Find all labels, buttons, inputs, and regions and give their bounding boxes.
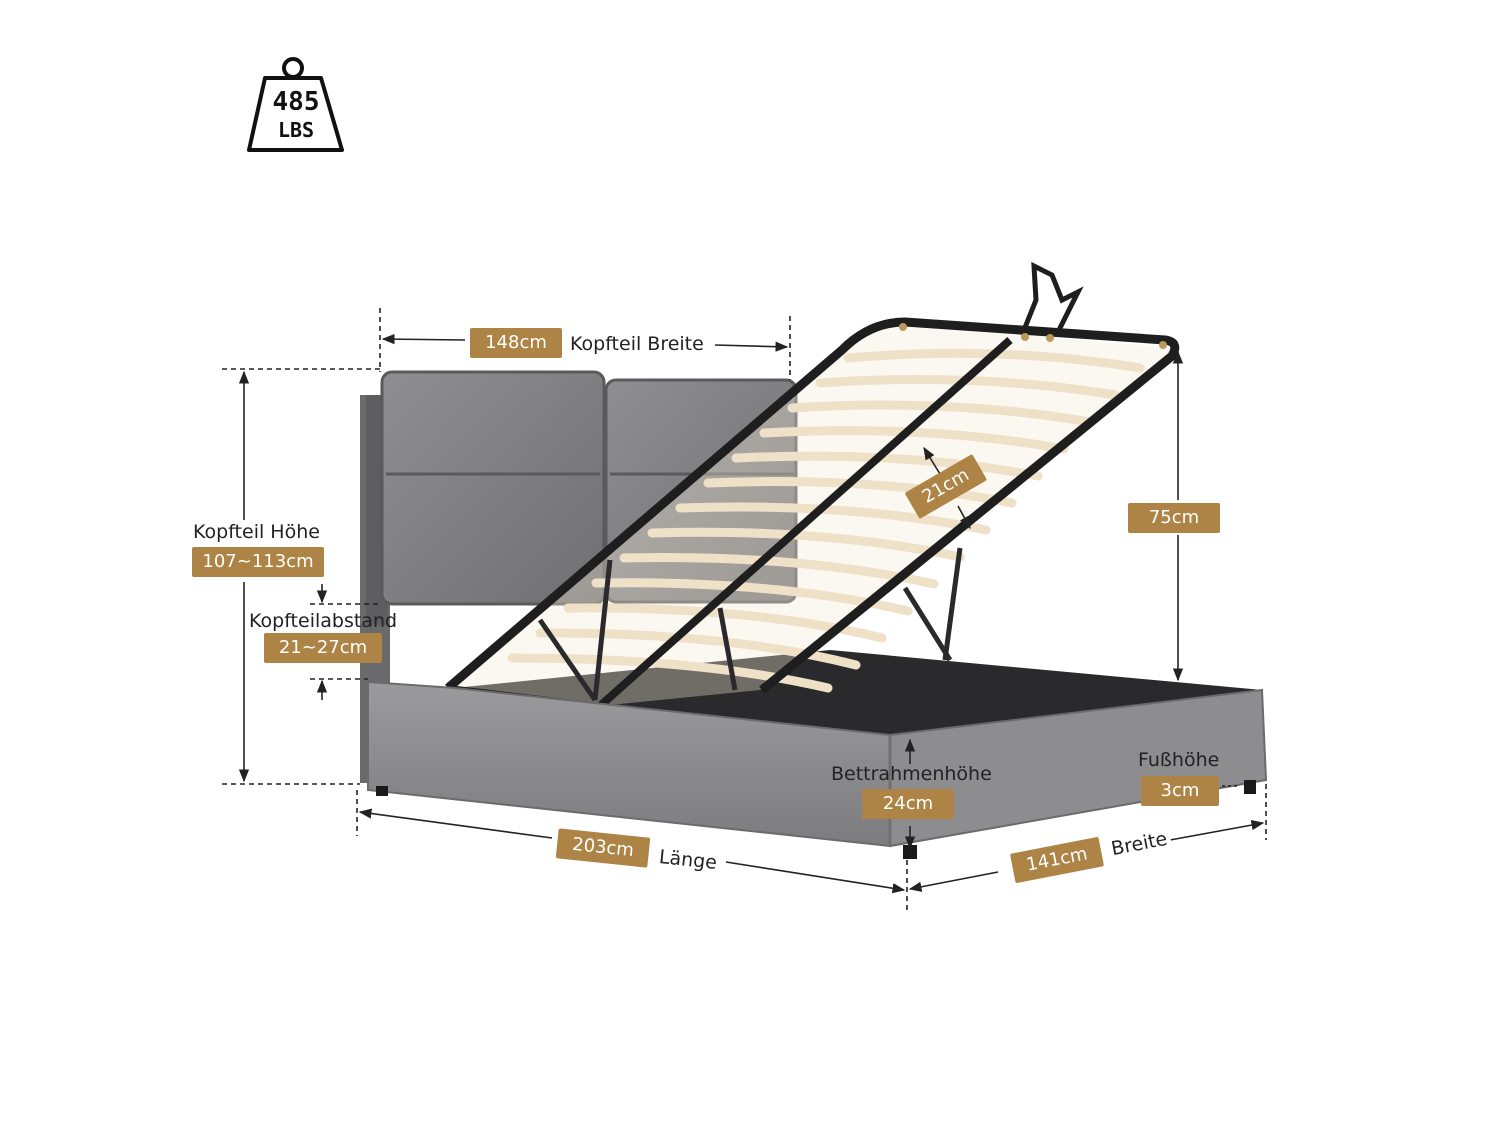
headboard bbox=[360, 370, 798, 783]
width-tag bbox=[1010, 837, 1104, 883]
headboard-cushion-left bbox=[380, 370, 606, 606]
weight-unit: LBS bbox=[277, 118, 315, 142]
length-tag bbox=[555, 828, 651, 868]
open-height-tag: 75cm bbox=[1128, 503, 1220, 533]
gas-lift-struts bbox=[537, 547, 963, 702]
bed-frame bbox=[367, 680, 1268, 859]
frame-height-tag: 24cm bbox=[862, 789, 954, 819]
weight-icon bbox=[247, 57, 344, 152]
lift-gap-tag bbox=[905, 454, 987, 519]
foot-height-tag: 3cm bbox=[1141, 776, 1219, 806]
headboard-height-label: Kopfteil Höhe bbox=[190, 520, 323, 544]
headboard-width-label: Kopfteil Breite bbox=[567, 332, 707, 356]
weight-value: 485 bbox=[272, 87, 320, 117]
headboard-gap-label: Kopfteilabstand bbox=[249, 610, 398, 632]
dimension-lines bbox=[222, 308, 1267, 910]
bed-foot bbox=[1244, 780, 1256, 794]
lift-handle bbox=[1019, 261, 1084, 338]
headboard-width-tag: 148cm bbox=[470, 328, 562, 358]
headboard-height-tag: 107~113cm bbox=[192, 547, 324, 577]
bed-foot bbox=[376, 786, 388, 796]
headboard-gap-tag: 21~27cm bbox=[264, 633, 382, 663]
frame-height-label: Bettrahmenhöhe bbox=[831, 763, 992, 785]
lift-up-slatted-frame bbox=[445, 261, 1180, 709]
foot-height-label: Fußhöhe bbox=[1138, 749, 1220, 771]
